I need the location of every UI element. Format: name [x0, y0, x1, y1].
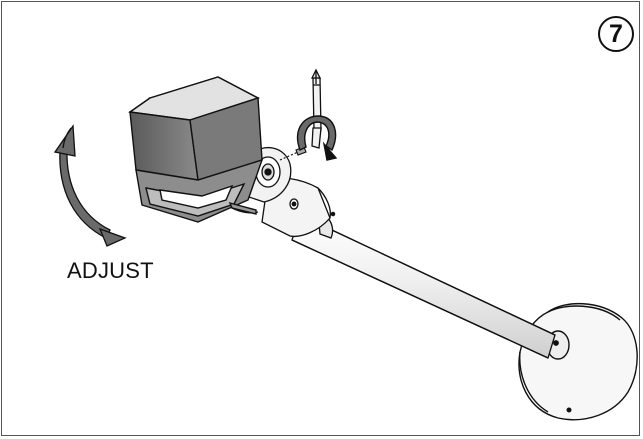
- curved-double-arrow-icon: [53, 124, 127, 247]
- step-number-badge: 7: [598, 16, 634, 52]
- wall-mount-base: [518, 303, 638, 421]
- clockwise-rotation-icon: [296, 115, 338, 161]
- hex-key-wrench-icon: [310, 68, 322, 149]
- pole-arm: [291, 211, 556, 359]
- adjust-label: ADJUST: [67, 258, 154, 283]
- lamp-head-cube: [128, 76, 264, 223]
